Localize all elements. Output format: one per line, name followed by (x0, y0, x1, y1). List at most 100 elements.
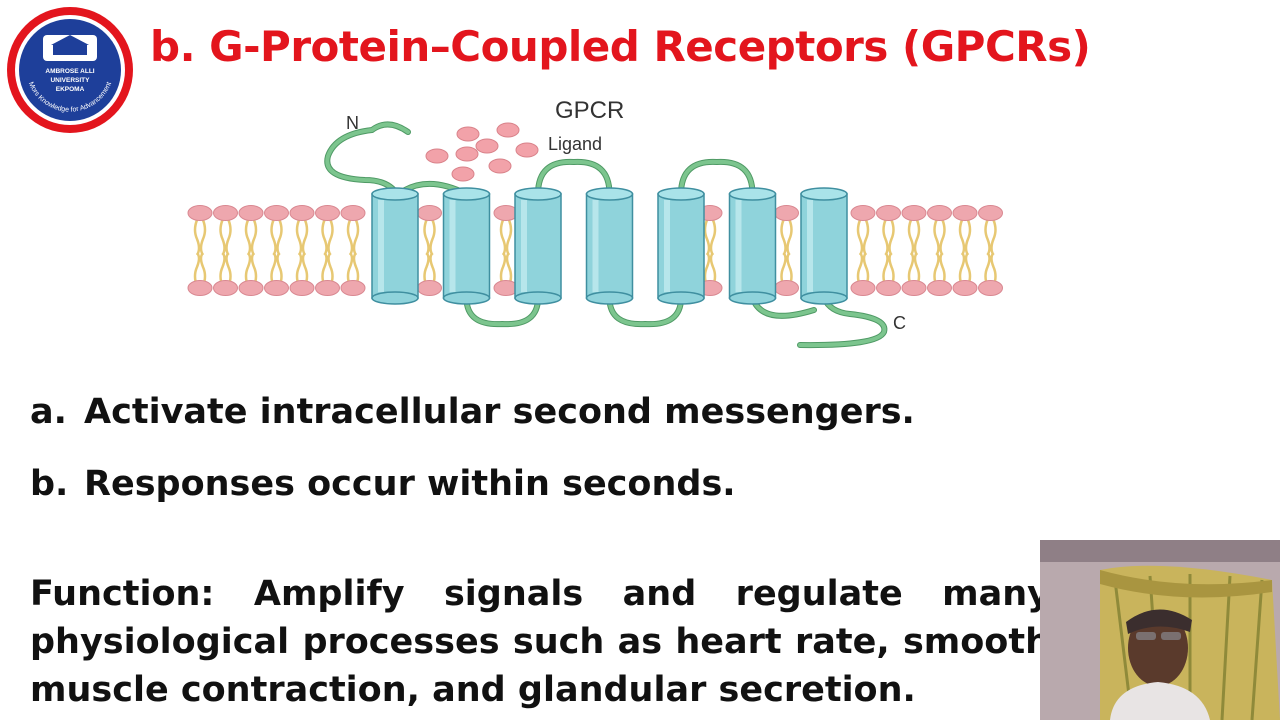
helix-bottom (442, 291, 491, 305)
lipid-tail (295, 219, 309, 256)
logo-line2: UNIVERSITY (50, 77, 90, 84)
ligand-molecule (425, 148, 449, 164)
receptor-loop (325, 122, 410, 196)
receptor-loop (464, 296, 540, 327)
lipid-head (876, 205, 901, 221)
lipid-head (315, 205, 340, 221)
lipid-tail (907, 219, 921, 256)
lipid-head (774, 205, 799, 221)
helix-highlight (378, 200, 384, 292)
logo-line1: AMBROSE ALLI (45, 68, 94, 75)
helix-bottom (657, 291, 705, 305)
lipid-tail (958, 252, 972, 287)
receptor-loop (607, 296, 683, 327)
lipid-tail (907, 252, 921, 287)
lipid-tail (244, 219, 258, 256)
receptor-loop (536, 159, 612, 196)
function-paragraph: Function: Amplify signals and regulate m… (30, 574, 1050, 710)
lipid-head (417, 280, 442, 296)
helix-highlight (807, 200, 813, 292)
lipid-tail (193, 252, 207, 287)
point-a: a.Activate intracellular second messenge… (30, 392, 915, 432)
lipid-tail (856, 252, 870, 287)
lipid-head (187, 205, 213, 221)
point-b: b. Responses occur within seconds. (30, 464, 736, 504)
lipid-tail (499, 219, 513, 256)
lipid-head (774, 280, 799, 296)
lipid-tail (882, 219, 895, 256)
lipid-tail (882, 252, 895, 287)
lipid-tail (499, 252, 513, 287)
gpcr-diagram: GPCR Ligand N C (187, 97, 1003, 349)
ligand-molecule (488, 158, 512, 174)
helix-top (657, 187, 705, 201)
ligand-molecule (515, 142, 539, 158)
logo-line3: EKPOMA (56, 86, 85, 93)
lipid-head (978, 205, 1003, 221)
lipid-head (340, 280, 366, 296)
lipid-tail (780, 252, 793, 287)
lipid-head (901, 280, 927, 296)
lipid-head (850, 205, 876, 221)
helix-highlight (735, 200, 742, 292)
lipid-head (213, 205, 238, 221)
membrane-lipid-heads (187, 205, 1003, 296)
lipid-head (238, 280, 264, 296)
transmembrane-helices (371, 187, 848, 305)
lipid-head (978, 280, 1003, 296)
lipid-head (876, 280, 901, 296)
lipid-head (289, 280, 315, 296)
lipid-head (927, 280, 952, 296)
lipid-tail (984, 219, 997, 256)
point-marker: a. (30, 392, 67, 432)
lipid-tail (423, 219, 436, 256)
receptor-loop (798, 296, 887, 348)
helix-highlight (521, 200, 527, 292)
point-marker: b. (30, 464, 69, 504)
lipid-head (850, 280, 876, 296)
ligand-molecule (451, 166, 475, 182)
lipid-tail (703, 219, 717, 256)
lipid-tail (346, 252, 360, 287)
lipid-tail (958, 219, 972, 256)
lipid-head (952, 205, 978, 221)
lipid-head (340, 205, 366, 221)
diagram-title: GPCR (555, 97, 624, 124)
ligand-molecule (496, 122, 520, 138)
lipid-head (264, 280, 289, 296)
university-crest-icon: AMBROSE ALLI UNIVERSITY EKPOMA Mors Know… (7, 7, 133, 133)
ligand-molecule (475, 138, 499, 154)
lipid-tail (933, 219, 946, 256)
ligand-label: Ligand (548, 134, 602, 154)
university-logo: AMBROSE ALLI UNIVERSITY EKPOMA Mors Know… (5, 5, 135, 135)
lipid-head (264, 205, 289, 221)
presenter-video-frame (1040, 540, 1280, 720)
helix-bottom (585, 291, 634, 305)
lipid-tail (856, 219, 870, 256)
lipid-head (315, 280, 340, 296)
membrane-lipid-tails (193, 219, 997, 287)
helix-highlight (592, 200, 599, 292)
lipid-head (238, 205, 264, 221)
helix-top (442, 187, 491, 201)
lipid-head (952, 280, 978, 296)
lipid-tail (270, 252, 283, 287)
helix-top (585, 187, 634, 201)
helix-bottom (514, 291, 562, 305)
ligand-molecule (455, 146, 479, 162)
lipid-tail (270, 219, 283, 256)
lipid-head (927, 205, 952, 221)
lipid-tail (219, 252, 232, 287)
helix-top (514, 187, 562, 201)
lipid-tail (219, 219, 232, 256)
lipid-tail (193, 219, 207, 256)
lipid-head (187, 280, 213, 296)
lipid-tail (703, 252, 717, 287)
lipid-tail (423, 252, 436, 287)
helix-top (371, 187, 419, 201)
point-text: Responses occur within seconds. (84, 464, 736, 504)
lipid-head (213, 280, 238, 296)
helix-highlight (664, 200, 670, 292)
lipid-head (417, 205, 442, 221)
ligand-molecule (456, 126, 480, 142)
